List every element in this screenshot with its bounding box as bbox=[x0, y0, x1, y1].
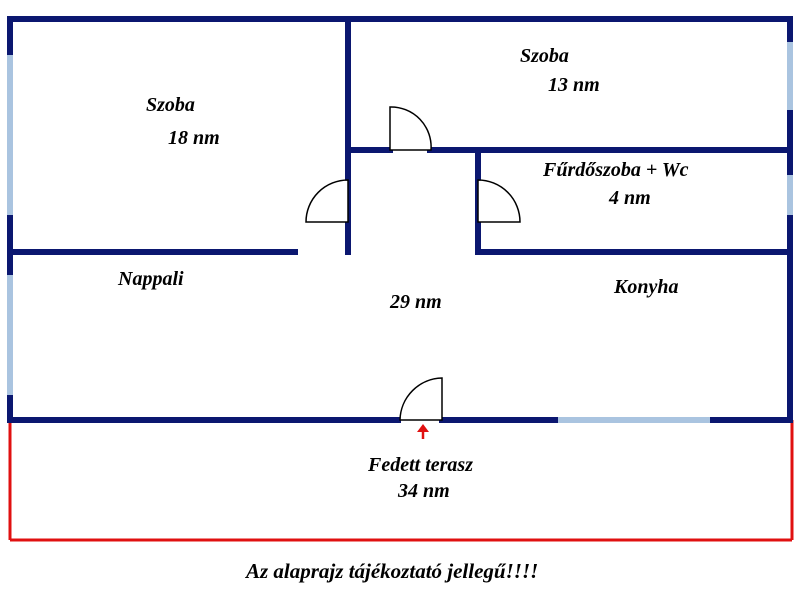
terrace-outline bbox=[8, 420, 794, 542]
room-name-szoba-right: Szoba bbox=[520, 45, 569, 67]
room-name-terrace: Fedett terasz bbox=[368, 454, 473, 476]
doors bbox=[305, 106, 521, 421]
room-area-living: 29 nm bbox=[390, 291, 442, 313]
door-bathroom bbox=[477, 179, 521, 223]
room-area-szoba-left: 18 nm bbox=[168, 127, 220, 149]
door-right-bedroom bbox=[389, 106, 432, 151]
room-area-terrace: 34 nm bbox=[398, 480, 450, 502]
entry-arrow bbox=[417, 424, 429, 439]
disclaimer-note: Az alaprajz tájékoztató jellegű!!!! bbox=[246, 559, 539, 583]
room-name-bathroom: Fűrdőszoba + Wc bbox=[543, 159, 689, 181]
walls bbox=[7, 16, 793, 423]
room-area-bathroom: 4 nm bbox=[609, 187, 651, 209]
door-entrance bbox=[399, 377, 443, 421]
door-left-bedroom bbox=[305, 179, 349, 223]
room-area-szoba-right: 13 nm bbox=[548, 74, 600, 96]
room-name-kitchen: Konyha bbox=[614, 276, 679, 298]
windows bbox=[7, 42, 793, 423]
room-name-living: Nappali bbox=[118, 268, 184, 290]
room-name-szoba-left: Szoba bbox=[146, 94, 195, 116]
